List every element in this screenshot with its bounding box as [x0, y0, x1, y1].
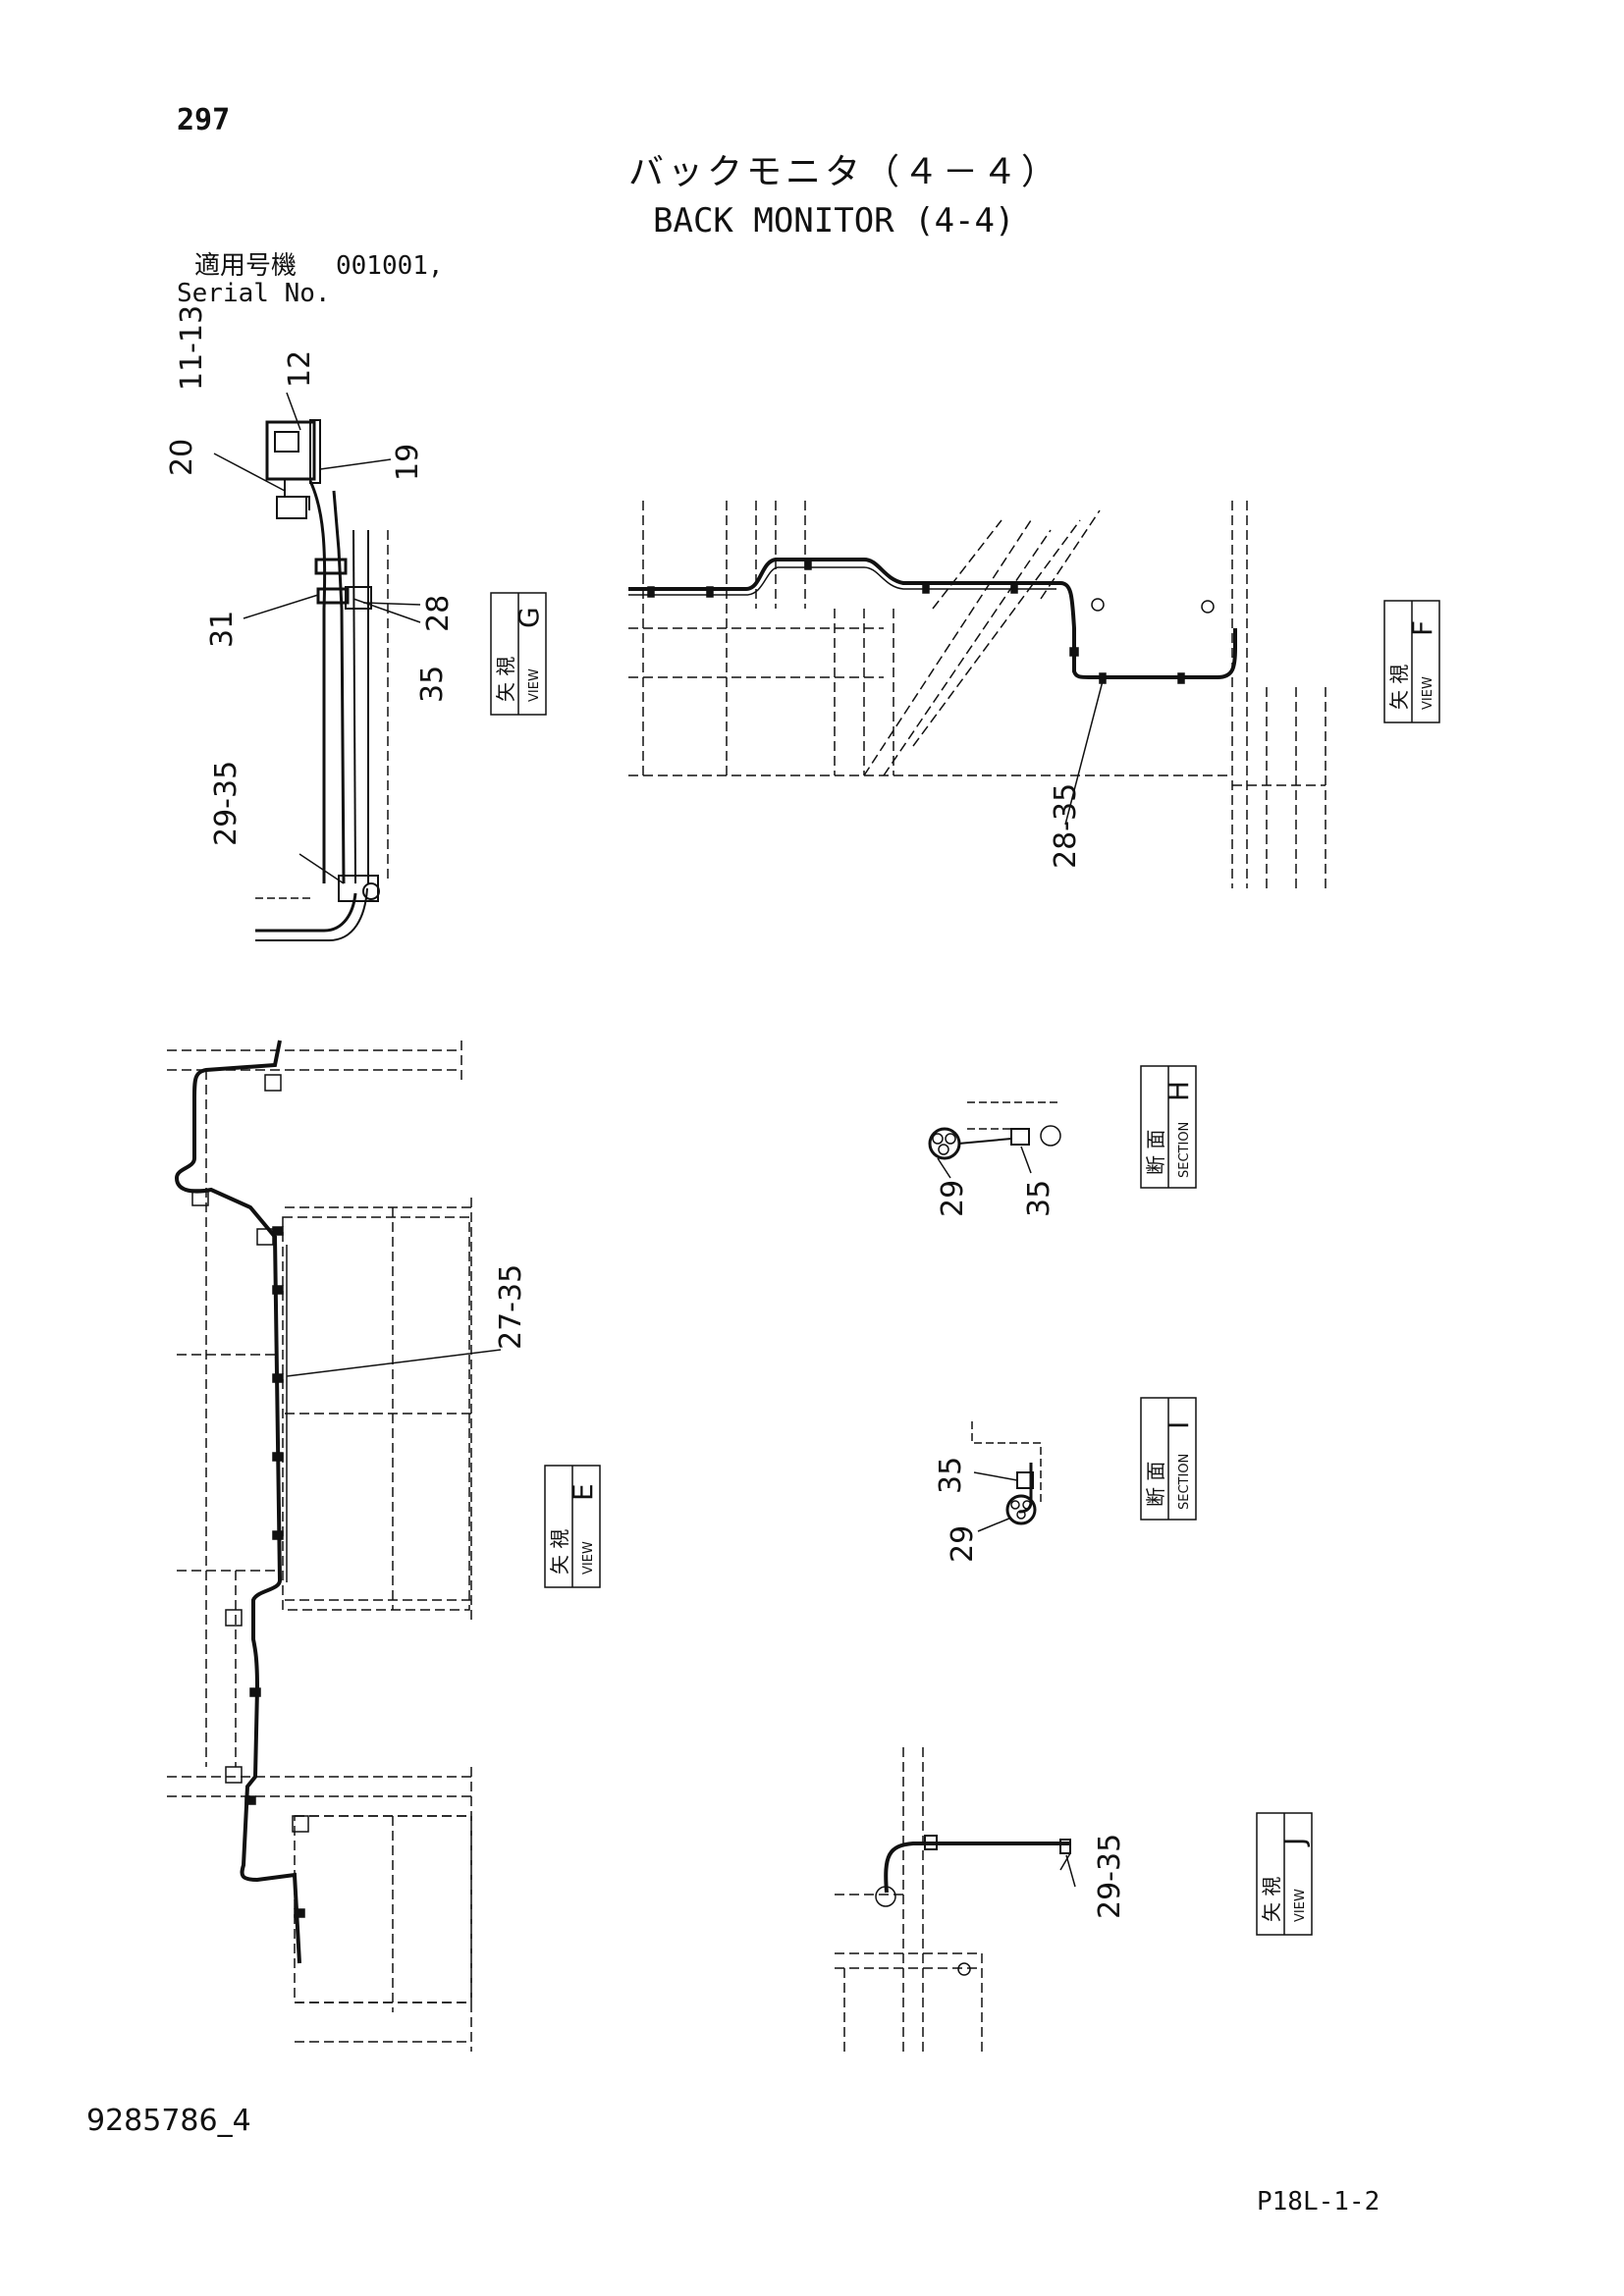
callout-j-29-35: 29-35 [1093, 1834, 1127, 1919]
view-j-letter: J [1278, 1838, 1311, 1847]
page-number: 297 [177, 103, 231, 137]
callout-11-13: 11-13 [175, 305, 209, 391]
view-g-label: 矢 視 VIEW G [490, 592, 547, 716]
section-i-callouts: 35 29 [934, 1457, 980, 1563]
section-h-sub: SECTION [1177, 1122, 1192, 1178]
section-h-letter: H [1163, 1081, 1195, 1101]
section-i-kanji: 断 面 [1144, 1462, 1167, 1507]
view-e-callouts: 27-35 [494, 1264, 528, 1350]
serial-label-english: Serial No. [177, 279, 331, 308]
callout-i-29: 29 [946, 1525, 980, 1563]
callout-12: 12 [283, 350, 317, 388]
callout-h-35: 35 [1022, 1180, 1056, 1217]
view-e-kanji: 矢 視 [548, 1529, 571, 1575]
section-i-letter: I [1163, 1421, 1195, 1429]
view-g-kanji: 矢 視 [494, 657, 517, 702]
view-j-drawing [835, 1747, 1076, 2056]
view-g-letter: G [513, 607, 545, 628]
view-j-label: 矢 視 VIEW J [1256, 1812, 1313, 1936]
view-j-callouts: 29-35 [1093, 1834, 1127, 1919]
view-e-drawing [167, 1040, 502, 2052]
view-f-letter: F [1406, 620, 1438, 636]
callout-i-35: 35 [934, 1457, 968, 1494]
section-h-kanji: 断 面 [1144, 1130, 1167, 1175]
view-g-callouts: 11-13 12 20 19 31 28 35 29-35 [165, 305, 456, 846]
view-j-sub: VIEW [1293, 1889, 1308, 1922]
title-japanese: バックモニタ（４－４） [628, 152, 1061, 192]
section-h-callouts: 29 35 [936, 1180, 1056, 1217]
view-e-letter: E [567, 1483, 599, 1501]
section-i-drawing [971, 1421, 1042, 1532]
view-g-drawing [213, 392, 421, 941]
callout-f-28-35: 28-35 [1049, 783, 1083, 869]
view-f-callouts: 28-35 [1049, 783, 1083, 869]
section-i-sub: SECTION [1177, 1454, 1192, 1510]
camera-icon [265, 420, 316, 481]
view-e-sub: VIEW [581, 1541, 596, 1575]
serial-value: 001001, [336, 251, 444, 281]
callout-e-27-35: 27-35 [494, 1264, 528, 1350]
callout-20: 20 [165, 439, 199, 476]
title-english: BACK MONITOR (4-4) [653, 201, 1015, 240]
callout-31: 31 [205, 611, 240, 648]
callout-19: 19 [391, 444, 425, 481]
view-g-sub: VIEW [527, 668, 542, 702]
view-f-sub: VIEW [1421, 676, 1435, 710]
view-f-label: 矢 視 VIEW F [1383, 600, 1440, 723]
document-number: 9285786_4 [86, 2104, 251, 2138]
view-f-drawing [628, 501, 1326, 888]
section-i-label: 断 面 SECTION I [1140, 1397, 1197, 1521]
callout-h-29: 29 [936, 1180, 970, 1217]
page-reference: P18L-1-2 [1257, 2187, 1380, 2216]
callout-29-35: 29-35 [209, 761, 244, 846]
view-e-label: 矢 視 VIEW E [544, 1465, 601, 1588]
callout-28: 28 [421, 595, 456, 632]
callout-35: 35 [415, 666, 450, 703]
section-h-label: 断 面 SECTION H [1140, 1065, 1197, 1189]
view-f-kanji: 矢 視 [1387, 665, 1411, 710]
serial-label-japanese: 適用号機 [194, 251, 298, 281]
view-j-kanji: 矢 視 [1260, 1877, 1283, 1922]
section-h-drawing [928, 1101, 1061, 1179]
